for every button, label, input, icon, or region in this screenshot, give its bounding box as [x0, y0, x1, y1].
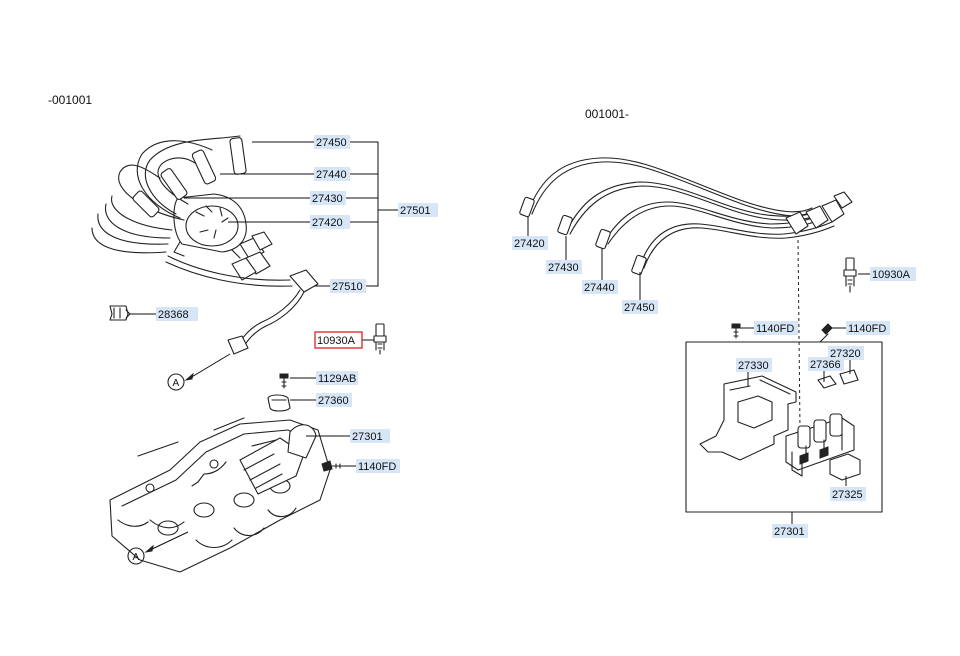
svg-text:27501: 27501: [400, 205, 431, 217]
ignition-wire-set-drawing: [91, 135, 319, 381]
svg-text:1140FD: 1140FD: [358, 461, 396, 473]
header-left: -001001: [48, 93, 92, 107]
spark-plug-left-drawing: [373, 323, 387, 355]
svg-text:27430: 27430: [548, 262, 579, 274]
part-label-1140fd-left[interactable]: 1140FD: [356, 459, 400, 473]
ignition-wire-set-right-drawing: [519, 157, 853, 431]
right-leader-lines: [527, 216, 870, 524]
part-label-27440[interactable]: 27440: [314, 167, 350, 181]
part-label-10930a-right[interactable]: 10930A: [870, 267, 916, 281]
bolt-1129ab-drawing: [279, 373, 289, 389]
svg-text:A: A: [133, 552, 140, 563]
part-label-27450[interactable]: 27450: [314, 135, 350, 149]
bolt-1140fd-left-drawing: [321, 460, 345, 472]
part-label-27330[interactable]: 27330: [736, 358, 772, 372]
svg-text:27301: 27301: [774, 526, 805, 538]
svg-text:27360: 27360: [318, 395, 349, 407]
bolt-1140fd-right-b-drawing: [819, 323, 833, 343]
svg-text:27510: 27510: [332, 281, 363, 293]
part-label-27440-right[interactable]: 27440: [582, 280, 618, 294]
part-label-27450-right[interactable]: 27450: [622, 300, 658, 314]
svg-text:27301: 27301: [352, 431, 383, 443]
part-label-27430[interactable]: 27430: [310, 191, 346, 205]
distributor-cap-drawing: [173, 193, 273, 281]
spark-plug-right-drawing: [843, 257, 857, 293]
svg-text:27420: 27420: [514, 238, 545, 250]
svg-text:1129AB: 1129AB: [318, 373, 356, 385]
svg-text:27330: 27330: [738, 360, 769, 372]
intake-manifold-drawing: [109, 417, 331, 573]
wire-clamp-drawing: [109, 305, 131, 321]
part-label-27366[interactable]: 27366: [808, 357, 844, 371]
svg-text:27420: 27420: [312, 217, 343, 229]
bolt-1140fd-right-a-drawing: [731, 323, 741, 339]
part-label-27501[interactable]: 27501: [398, 203, 438, 217]
part-label-27325[interactable]: 27325: [830, 487, 866, 501]
part-label-27301-right[interactable]: 27301: [772, 524, 808, 538]
left-leader-lines: [130, 141, 398, 467]
part-label-27301-left[interactable]: 27301: [350, 429, 390, 443]
coil-assembly-box: [685, 341, 883, 513]
part-label-27510[interactable]: 27510: [330, 279, 366, 293]
part-label-28368[interactable]: 28368: [156, 307, 198, 321]
header-right: 001001-: [585, 107, 629, 121]
part-label-1140fd-right-b[interactable]: 1140FD: [846, 321, 890, 335]
part-label-27420[interactable]: 27420: [310, 215, 350, 229]
svg-text:27430: 27430: [312, 193, 343, 205]
svg-text:27440: 27440: [316, 169, 347, 181]
svg-text:1140FD: 1140FD: [756, 323, 794, 335]
part-label-27430-right[interactable]: 27430: [546, 260, 582, 274]
svg-text:1140FD: 1140FD: [848, 323, 886, 335]
svg-text:27440: 27440: [584, 282, 615, 294]
part-label-10930a-selected[interactable]: 10930A: [314, 331, 363, 349]
svg-text:10930A: 10930A: [872, 269, 911, 281]
part-label-27420-right[interactable]: 27420: [512, 236, 548, 250]
svg-text:A: A: [173, 378, 180, 389]
svg-text:27325: 27325: [832, 489, 863, 501]
marker-a-lower: A: [127, 547, 145, 565]
svg-text:27450: 27450: [316, 137, 347, 149]
svg-text:28368: 28368: [158, 309, 189, 321]
svg-text:10930A: 10930A: [317, 335, 356, 347]
svg-text:27366: 27366: [810, 359, 841, 371]
marker-a-upper: A: [167, 373, 185, 391]
part-label-1140fd-right-a[interactable]: 1140FD: [754, 321, 798, 335]
condenser-27360-drawing: [267, 394, 291, 412]
svg-text:27450: 27450: [624, 302, 655, 314]
part-label-27360[interactable]: 27360: [316, 393, 352, 407]
part-label-1129ab[interactable]: 1129AB: [316, 371, 358, 385]
